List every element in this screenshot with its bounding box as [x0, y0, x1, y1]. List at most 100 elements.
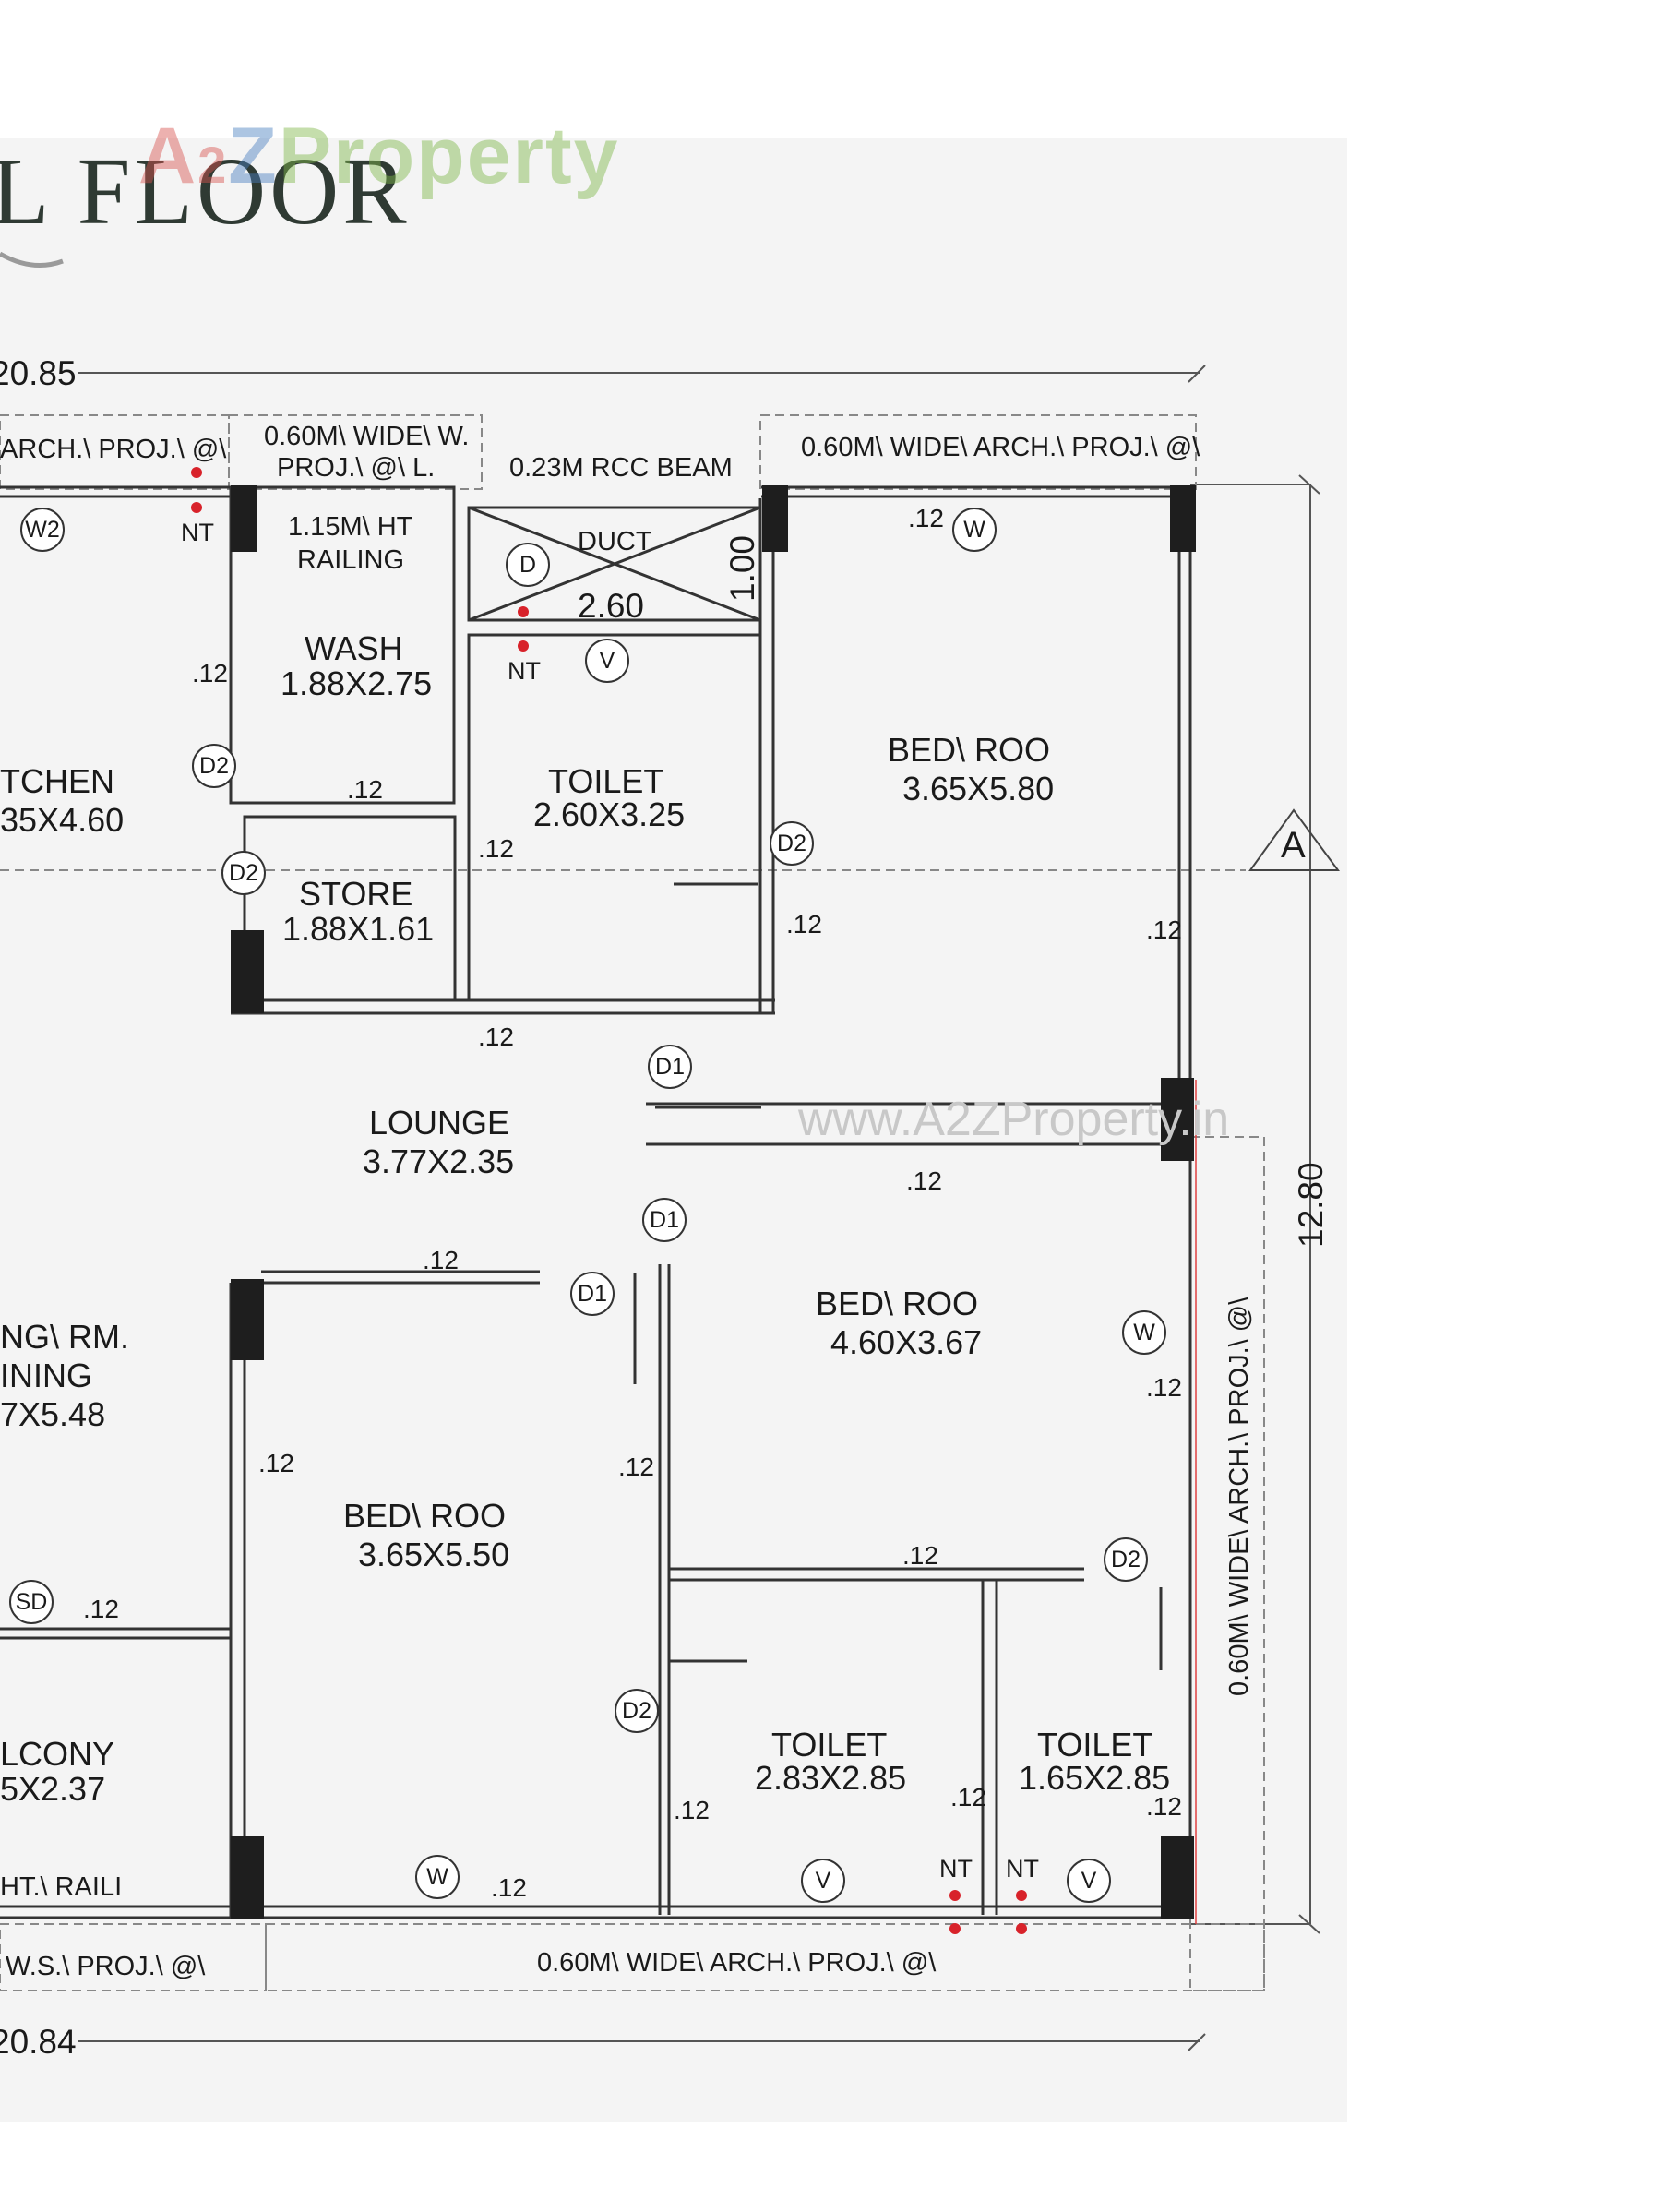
- balcony-name: LCONY: [0, 1735, 115, 1773]
- window-tag-w: W: [1122, 1310, 1166, 1355]
- toilet-bottom-left-name: TOILET: [771, 1726, 888, 1764]
- door-tag-d1: D1: [642, 1198, 687, 1242]
- floor-title: L FLOOR: [0, 138, 411, 245]
- column-6: [231, 1279, 264, 1360]
- wall-thickness-label: .12: [1146, 915, 1182, 944]
- wall-thickness-label: .12: [83, 1595, 119, 1623]
- door-tag-d2: D2: [221, 851, 266, 895]
- nt-marker-2: [191, 502, 202, 513]
- bottom-left-projection-note: W.S.\ PROJ.\ @\: [6, 1952, 206, 1981]
- website-watermark: www.A2ZProperty.in: [798, 1093, 1230, 1146]
- wall-thickness-label: .12: [347, 775, 383, 804]
- wall-thickness-label: .12: [478, 834, 514, 863]
- door-tag-d1: D1: [570, 1272, 615, 1316]
- wash-name: WASH: [305, 629, 403, 667]
- top-mid-projection-note-1: 0.60M\ WIDE\ W.: [264, 422, 470, 451]
- nt-label: NT: [939, 1855, 973, 1883]
- column-2: [762, 485, 788, 552]
- sliding-door-tag-sd: SD: [9, 1580, 54, 1624]
- store-size: 1.88X1.61: [282, 910, 435, 948]
- a2z-property-logo: A2ZProperty: [138, 111, 619, 202]
- nt-marker-5: [949, 1890, 961, 1901]
- nt-label: NT: [508, 657, 541, 685]
- bed-bottom-name: BED\ ROO: [343, 1497, 507, 1535]
- top-right-projection-note: 0.60M\ WIDE\ ARCH.\ PROJ.\ @\: [801, 433, 1200, 462]
- nt-marker-6: [949, 1923, 961, 1934]
- toilet-top-size: 2.60X3.25: [533, 795, 686, 833]
- top-left-projection-note: ARCH.\ PROJ.\ @\: [0, 435, 227, 464]
- beam-note: 0.23M RCC BEAM: [509, 453, 733, 483]
- bottom-overall-dimension: 20.84: [0, 2023, 77, 2061]
- wall-thickness-label: .12: [618, 1453, 654, 1481]
- wall-thickness-label: .12: [478, 1022, 514, 1051]
- toilet-bottom-right-name: TOILET: [1037, 1726, 1153, 1764]
- vent-tag-v: V: [1067, 1859, 1111, 1903]
- wall-thickness-label: .12: [491, 1873, 527, 1902]
- bed-top-name: BED\ ROO: [888, 731, 1051, 769]
- wall-thickness-label: .12: [908, 504, 944, 532]
- door-tag-d2: D2: [192, 744, 236, 788]
- wash-size: 1.88X2.75: [281, 664, 433, 702]
- column-8: [1161, 1836, 1194, 1919]
- door-tag-d2: D2: [615, 1689, 659, 1733]
- bed-bottom-size: 3.65X5.50: [358, 1536, 510, 1573]
- balcony-railing-note: HT.\ RAILI: [0, 1872, 123, 1902]
- duct-label: DUCT: [578, 527, 652, 556]
- living-name: NG\ RM.: [0, 1318, 129, 1356]
- nt-marker-1: [191, 467, 202, 478]
- logo-z: Z: [228, 112, 279, 200]
- duct-height-dimension: 1.00: [723, 534, 761, 602]
- wall-thickness-label: .12: [423, 1246, 459, 1274]
- column-7: [231, 1836, 264, 1919]
- toilet-bottom-right-size: 1.65X2.85: [1019, 1759, 1171, 1797]
- bed-top-size: 3.65X5.80: [902, 770, 1055, 807]
- kitchen-name: TCHEN: [0, 762, 114, 800]
- door-tag-d2: D2: [770, 821, 814, 866]
- store-name: STORE: [299, 875, 413, 913]
- bed-mid-size: 4.60X3.67: [830, 1323, 983, 1361]
- nt-label: NT: [181, 519, 214, 546]
- logo-property: Property: [278, 112, 620, 200]
- kitchen-size: 35X4.60: [0, 801, 125, 839]
- logo-a: A: [138, 112, 198, 200]
- column-5: [1161, 1078, 1194, 1161]
- window-tag-w: W: [415, 1855, 460, 1899]
- wall-thickness-label: .12: [674, 1796, 710, 1824]
- railing-note-1: 1.15M\ HT: [288, 512, 413, 542]
- nt-marker-7: [1016, 1890, 1027, 1901]
- window-tag-w: W: [952, 508, 997, 552]
- door-tag-d: D: [506, 543, 550, 587]
- wall-thickness-label: .12: [192, 659, 228, 688]
- wall-thickness-label: .12: [258, 1449, 294, 1477]
- column-1: [231, 485, 257, 552]
- door-tag-d1: D1: [648, 1045, 692, 1089]
- door-tag-d2: D2: [1104, 1537, 1148, 1582]
- column-4: [231, 930, 264, 1013]
- logo-2: 2: [197, 136, 229, 194]
- section-marker: A: [1281, 825, 1306, 866]
- living-size: 7X5.48: [0, 1395, 106, 1433]
- nt-marker-4: [518, 640, 529, 652]
- nt-label: NT: [1006, 1855, 1039, 1883]
- balcony-size: 5X2.37: [0, 1770, 106, 1808]
- wall-thickness-label: .12: [902, 1541, 938, 1570]
- vent-tag-v: V: [585, 639, 629, 683]
- nt-marker-3: [518, 606, 529, 617]
- wall-thickness-label: .12: [950, 1783, 986, 1811]
- railing-note-2: RAILING: [297, 545, 405, 575]
- window-tag-w2: W2: [20, 508, 65, 552]
- lounge-name: LOUNGE: [369, 1104, 510, 1142]
- bed-mid-name: BED\ ROO: [816, 1285, 979, 1322]
- title-swoosh: [0, 251, 64, 268]
- right-overall-dimension: 12.80: [1292, 1162, 1330, 1248]
- top-mid-projection-note-2: PROJ.\ @\ L.: [277, 453, 436, 483]
- living-name-2: INING: [0, 1357, 93, 1394]
- wall-thickness-label: .12: [1146, 1373, 1182, 1402]
- nt-marker-8: [1016, 1923, 1027, 1934]
- wall-thickness-label: .12: [786, 910, 822, 939]
- right-projection-note: 0.60M\ WIDE\ ARCH.\ PROJ.\ @\: [1224, 1297, 1254, 1696]
- wall-thickness-label: .12: [1146, 1792, 1182, 1821]
- vent-tag-v: V: [801, 1859, 845, 1903]
